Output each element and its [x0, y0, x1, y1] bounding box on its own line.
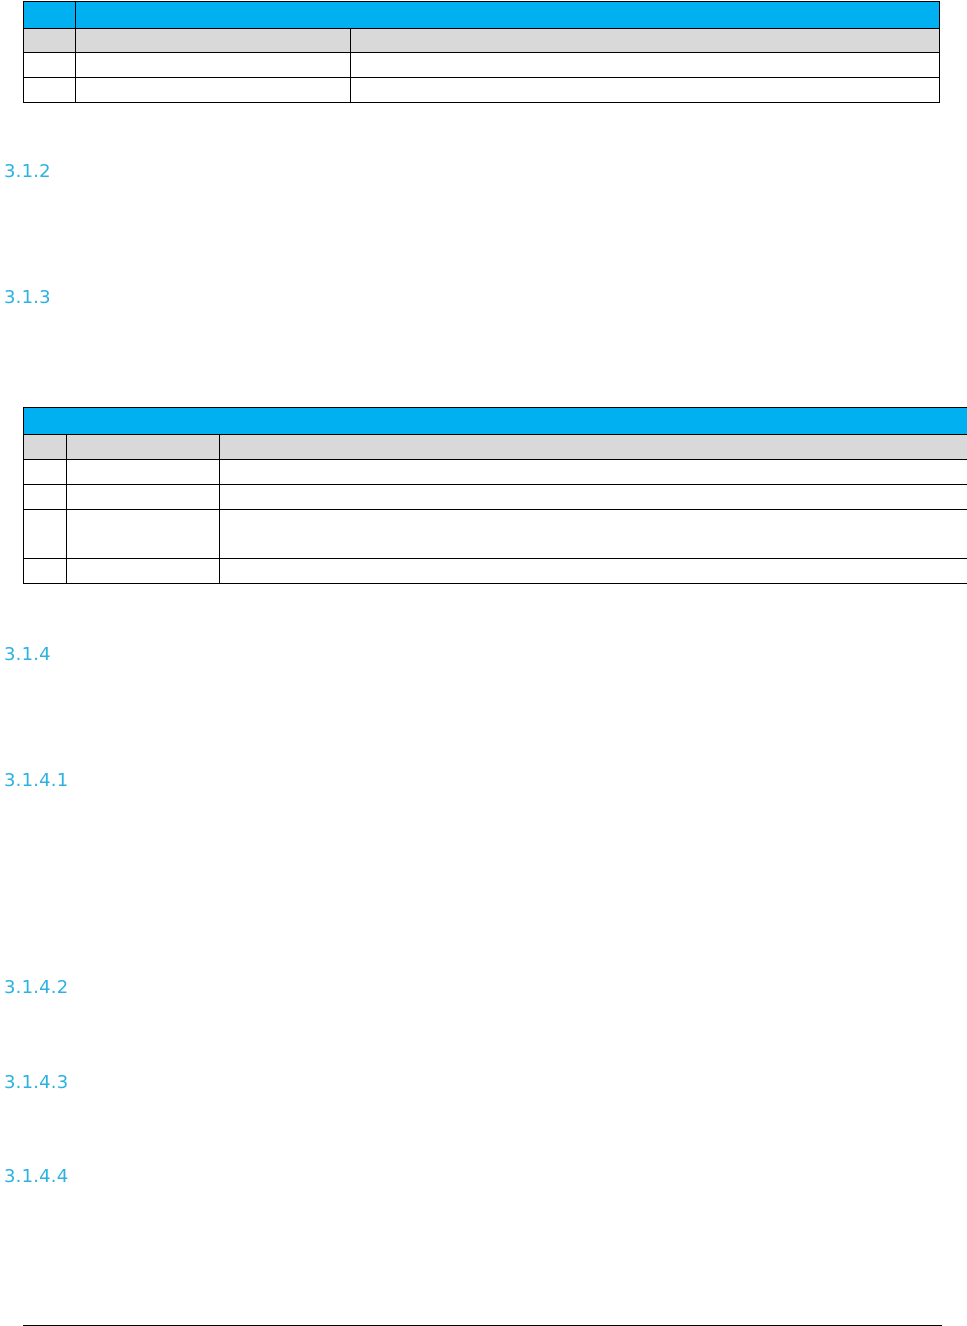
table-cell [66, 558, 220, 584]
table-cell [218, 484, 967, 510]
table-header-cell [23, 1, 76, 29]
table-cell [23, 52, 76, 78]
table-cell [66, 484, 220, 510]
table-header-row [22, 407, 967, 435]
section-heading-3-1-2: 3.1.2 [4, 161, 51, 182]
table-subheader-cell [350, 28, 940, 53]
table-cell [75, 77, 351, 103]
table-cell [23, 558, 67, 584]
table-row [23, 52, 940, 78]
table-cell [66, 459, 220, 485]
table-subheader-cell [23, 28, 76, 53]
table-cell [23, 509, 67, 559]
table-cell [350, 52, 940, 78]
table-row [23, 558, 967, 584]
section-heading-3-1-4-3: 3.1.4.3 [4, 1072, 69, 1093]
table-subheader-cell [66, 434, 220, 460]
section-heading-3-1-4-1: 3.1.4.1 [4, 770, 69, 791]
table-header-row [23, 1, 940, 29]
section-heading-3-1-4-2: 3.1.4.2 [4, 977, 69, 998]
table-cell [350, 77, 940, 103]
table-2 [22, 407, 967, 584]
table-cell [218, 558, 967, 584]
table-cell [23, 484, 67, 510]
table-subheader-cell [23, 434, 67, 460]
table-subheader-row [23, 434, 967, 460]
table-cell [66, 509, 220, 559]
section-heading-3-1-4: 3.1.4 [4, 644, 51, 665]
section-heading-3-1-3: 3.1.3 [4, 287, 51, 308]
table-1 [23, 1, 940, 103]
table-cell [218, 509, 967, 559]
table-cell [75, 52, 351, 78]
table-subheader-cell [75, 28, 351, 53]
table-header-cell [75, 1, 940, 29]
table-cell [218, 459, 967, 485]
table-header-cell [22, 407, 967, 435]
table-subheader-row [23, 28, 940, 53]
section-heading-3-1-4-4: 3.1.4.4 [4, 1166, 69, 1187]
table-cell [23, 459, 67, 485]
table-row [23, 77, 940, 103]
table-cell [23, 77, 76, 103]
table-row [23, 509, 967, 559]
table-row [23, 459, 967, 485]
table-subheader-cell [218, 434, 967, 460]
table-row [23, 484, 967, 510]
